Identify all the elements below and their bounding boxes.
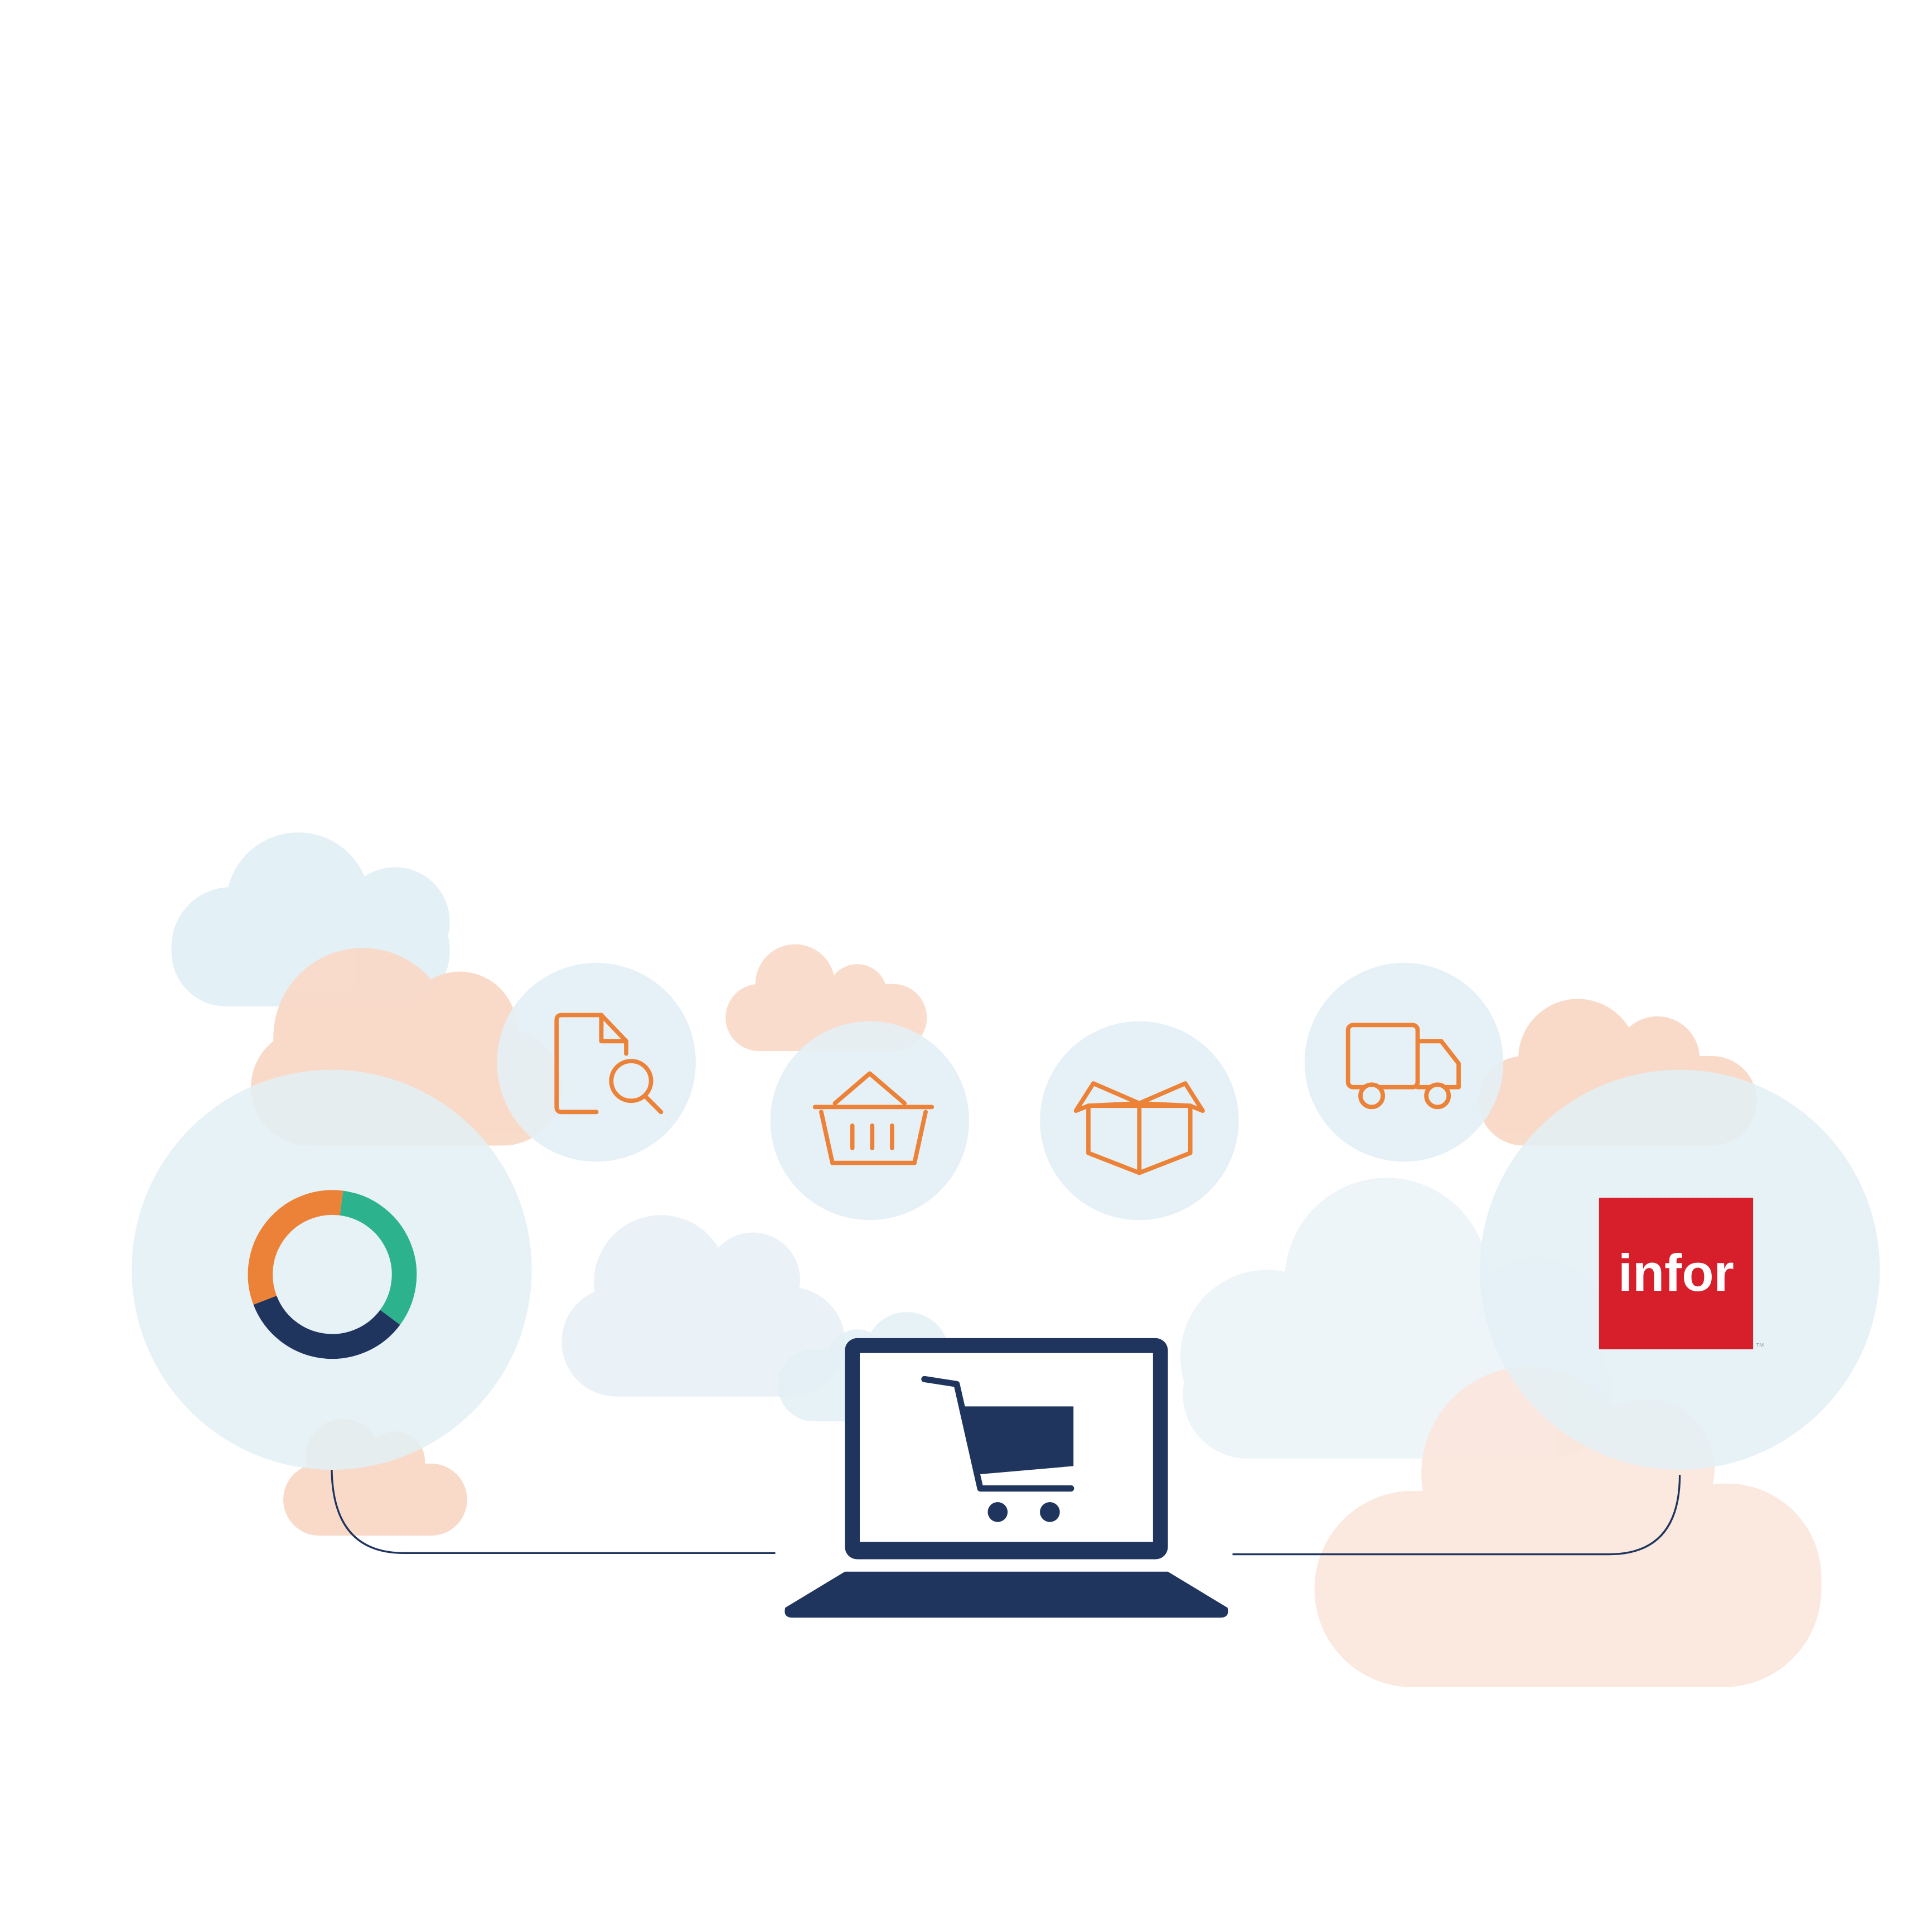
laptop-icon [785, 1338, 1228, 1618]
left-system-circle [132, 1069, 532, 1470]
process-circle-truck [1304, 962, 1504, 1162]
document-search-icon [554, 1013, 664, 1115]
connector-left [331, 1470, 776, 1555]
donut-segment-teal [339, 1190, 417, 1325]
shopping-basket-icon [812, 1071, 934, 1165]
open-box-icon [1073, 1081, 1205, 1175]
delivery-truck-icon [1345, 1023, 1461, 1110]
infor-logo-trademark: ™ [1756, 1342, 1765, 1352]
laptop-base [785, 1571, 1228, 1618]
donut-chart-logo [248, 1190, 417, 1359]
infor-logo-box [1599, 1198, 1754, 1349]
connector-lines [331, 1470, 1681, 1556]
shopping-cart-icon [921, 1376, 1074, 1522]
connector-right [1232, 1474, 1681, 1556]
infor-logo-text: infor [1618, 1243, 1734, 1302]
process-circle-basket [770, 1021, 970, 1221]
infor-logo: infor ™ [1599, 1198, 1764, 1352]
cloud-peach-bottom-right [1314, 1367, 1822, 1688]
cloud-pale-center-left [561, 1215, 845, 1397]
process-circle-document [497, 962, 696, 1162]
donut-segment-orange [248, 1190, 343, 1305]
donut-segment-navy [253, 1295, 400, 1359]
